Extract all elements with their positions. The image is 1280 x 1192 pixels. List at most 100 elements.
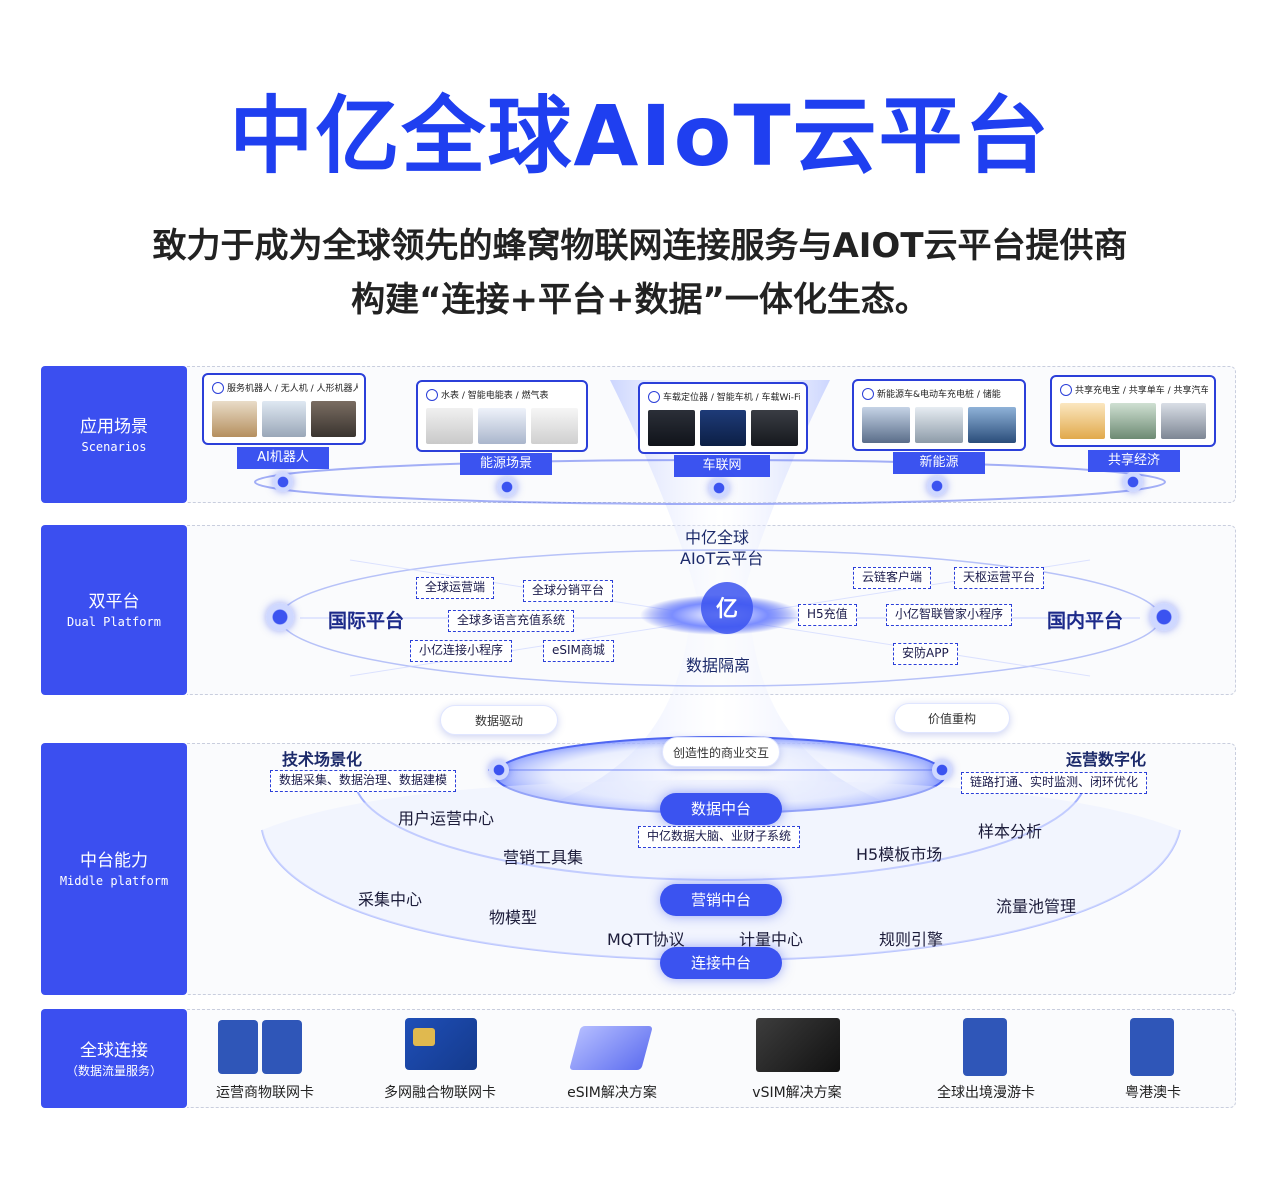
- scene-title: 共享充电宝 / 共享单车 / 共享汽车: [1075, 386, 1208, 396]
- sim-card-icon: [218, 1020, 258, 1074]
- scene-card-ai-robot: 服务机器人 / 无人机 / 人形机器人: [202, 373, 366, 445]
- robot-image: [212, 401, 257, 437]
- scene-thumbnails: [648, 410, 799, 446]
- shared-bike-image: [1110, 403, 1156, 439]
- data-center-pill: 数据中台: [660, 793, 782, 825]
- product-operator-card: 运营商物联网卡: [190, 1012, 340, 1108]
- row-label-cn: 全球连接: [80, 1040, 148, 1061]
- scene-thumbnails: [1060, 403, 1206, 439]
- data-driven-pill: 数据驱动: [440, 705, 558, 735]
- water-meter-image: [426, 408, 474, 444]
- scene-card-sharing: 共享充电宝 / 共享单车 / 共享汽车: [1050, 375, 1216, 447]
- row-label-en: Scenarios: [81, 439, 147, 454]
- subtitle-line-1: 致力于成为全球领先的蜂窝物联网连接服务与AIOT云平台提供商: [152, 226, 1128, 266]
- scene-title: 车载定位器 / 智能车机 / 车载Wi-Fi: [663, 393, 800, 403]
- scene-card-iov: 车载定位器 / 智能车机 / 车载Wi-Fi: [638, 382, 808, 454]
- flow-pool-management: 流量池管理: [996, 897, 1077, 916]
- connect-center-pill: 连接中台: [660, 947, 782, 979]
- product-label: eSIM解决方案: [567, 1085, 657, 1101]
- gba-card-icon: [1130, 1018, 1174, 1076]
- intl-tag-recharge-system: 全球多语言充值系统: [448, 610, 575, 632]
- scene-tag-new-energy: 新能源: [893, 452, 985, 474]
- scene-thumbnails: [426, 408, 578, 444]
- sim-card-icon: [405, 1018, 477, 1070]
- product-label: vSIM解决方案: [752, 1085, 842, 1101]
- ops-digital-title: 运营数字化: [1066, 750, 1147, 769]
- power-bank-image: [1060, 403, 1106, 439]
- sim-chip-icon: [413, 1028, 435, 1046]
- platform-name-line2: AIoT云平台: [680, 549, 764, 568]
- sample-analysis: 样本分析: [978, 822, 1043, 841]
- row-label-cn: 应用场景: [80, 416, 148, 437]
- thing-model: 物模型: [489, 908, 538, 927]
- data-center-desc: 中亿数据大脑、业财子系统: [638, 826, 801, 848]
- intl-platform-node: [266, 603, 294, 631]
- user-ops-center: 用户运营中心: [398, 809, 495, 828]
- data-isolation-label: 数据隔离: [686, 656, 751, 675]
- product-label: 运营商物联网卡: [216, 1085, 314, 1101]
- main-title: 中亿全球AIoT云平台: [229, 87, 1051, 185]
- domestic-platform-node: [1150, 603, 1178, 631]
- product-roaming-card: 全球出境漫游卡: [911, 1012, 1061, 1108]
- intl-tag-mini-program: 小亿连接小程序: [410, 640, 513, 662]
- car-wifi-image: [751, 410, 799, 446]
- ops-digital-desc: 链路打通、实时监测、闭环优化: [961, 772, 1148, 794]
- esim-chip-icon: [569, 1026, 653, 1070]
- row-label-dual: 双平台 Dual Platform: [41, 525, 187, 695]
- shared-car-image: [1160, 403, 1206, 439]
- ev-charger-image: [915, 407, 963, 443]
- car-unit-image: [699, 410, 747, 446]
- marketing-tools: 营销工具集: [503, 848, 584, 867]
- platform-name-line1: 中亿全球: [685, 528, 750, 547]
- row-box-connect: [187, 1009, 1236, 1108]
- scene-icon: [212, 382, 224, 394]
- h5-template-market: H5模板市场: [856, 845, 943, 864]
- dom-tag-mini-program: 小亿智联管家小程序: [886, 604, 1013, 626]
- product-label: 多网融合物联网卡: [384, 1085, 496, 1101]
- creative-interaction-pill: 创造性的商业交互: [662, 737, 780, 767]
- dom-tag-ops-platform: 天枢运营平台: [954, 567, 1045, 589]
- scene-thumbnails: [212, 401, 357, 437]
- product-gba-card: 粤港澳卡: [1078, 1012, 1228, 1108]
- intl-tag-global-distribution: 全球分销平台: [523, 580, 614, 602]
- electric-meter-image: [478, 408, 526, 444]
- row-label-cn: 双平台: [88, 592, 140, 612]
- scene-thumbnails: [862, 407, 1016, 443]
- row-label-connect: 全球连接 （数据流量服务）: [41, 1009, 187, 1108]
- vsim-board-icon: [756, 1018, 840, 1072]
- row-label-cn: 中台能力: [80, 851, 148, 871]
- scene-tag-sharing: 共享经济: [1088, 450, 1180, 472]
- ops-digital-node: [932, 760, 952, 780]
- product-label: 粤港澳卡: [1125, 1085, 1181, 1101]
- solar-storage-image: [968, 407, 1016, 443]
- scene-icon: [1060, 384, 1072, 396]
- scene-icon: [648, 391, 660, 403]
- dom-tag-h5-recharge: H5充值: [798, 604, 857, 626]
- row-label-scenarios: 应用场景 Scenarios: [41, 366, 187, 503]
- row-label-middle: 中台能力 Middle platform: [41, 743, 187, 995]
- subtitle-line-2: 构建“连接+平台+数据”一体化生态。: [351, 280, 929, 320]
- scene-card-new-energy: 新能源车&电动车充电桩 / 储能: [852, 379, 1026, 451]
- roaming-card-icon: [963, 1018, 1007, 1076]
- product-esim: eSIM解决方案: [537, 1012, 687, 1108]
- scene-title: 服务机器人 / 无人机 / 人形机器人: [227, 384, 358, 394]
- scene-tag-energy: 能源场景: [460, 453, 552, 475]
- billing-center: 计量中心: [739, 930, 804, 949]
- scene-node: [1123, 472, 1143, 492]
- mqtt-protocol: MQTT协议: [607, 930, 685, 949]
- humanoid-image: [311, 401, 357, 437]
- row-label-en: Middle platform: [59, 874, 169, 888]
- intl-tag-global-ops: 全球运营端: [416, 577, 495, 599]
- domestic-platform-label: 国内平台: [1047, 610, 1124, 632]
- car-tracker-image: [648, 410, 695, 446]
- charging-station-image: [862, 407, 910, 443]
- product-vsim: vSIM解决方案: [722, 1012, 872, 1108]
- scene-node: [497, 477, 517, 497]
- scene-node: [273, 472, 293, 492]
- scene-icon: [426, 389, 438, 401]
- row-label-en: （数据流量服务）: [65, 1063, 162, 1078]
- row-label-en: Dual Platform: [67, 615, 161, 629]
- collection-center: 采集中心: [358, 890, 423, 909]
- product-label: 全球出境漫游卡: [937, 1085, 1035, 1101]
- scene-tag-ai-robot: AI机器人: [237, 447, 329, 469]
